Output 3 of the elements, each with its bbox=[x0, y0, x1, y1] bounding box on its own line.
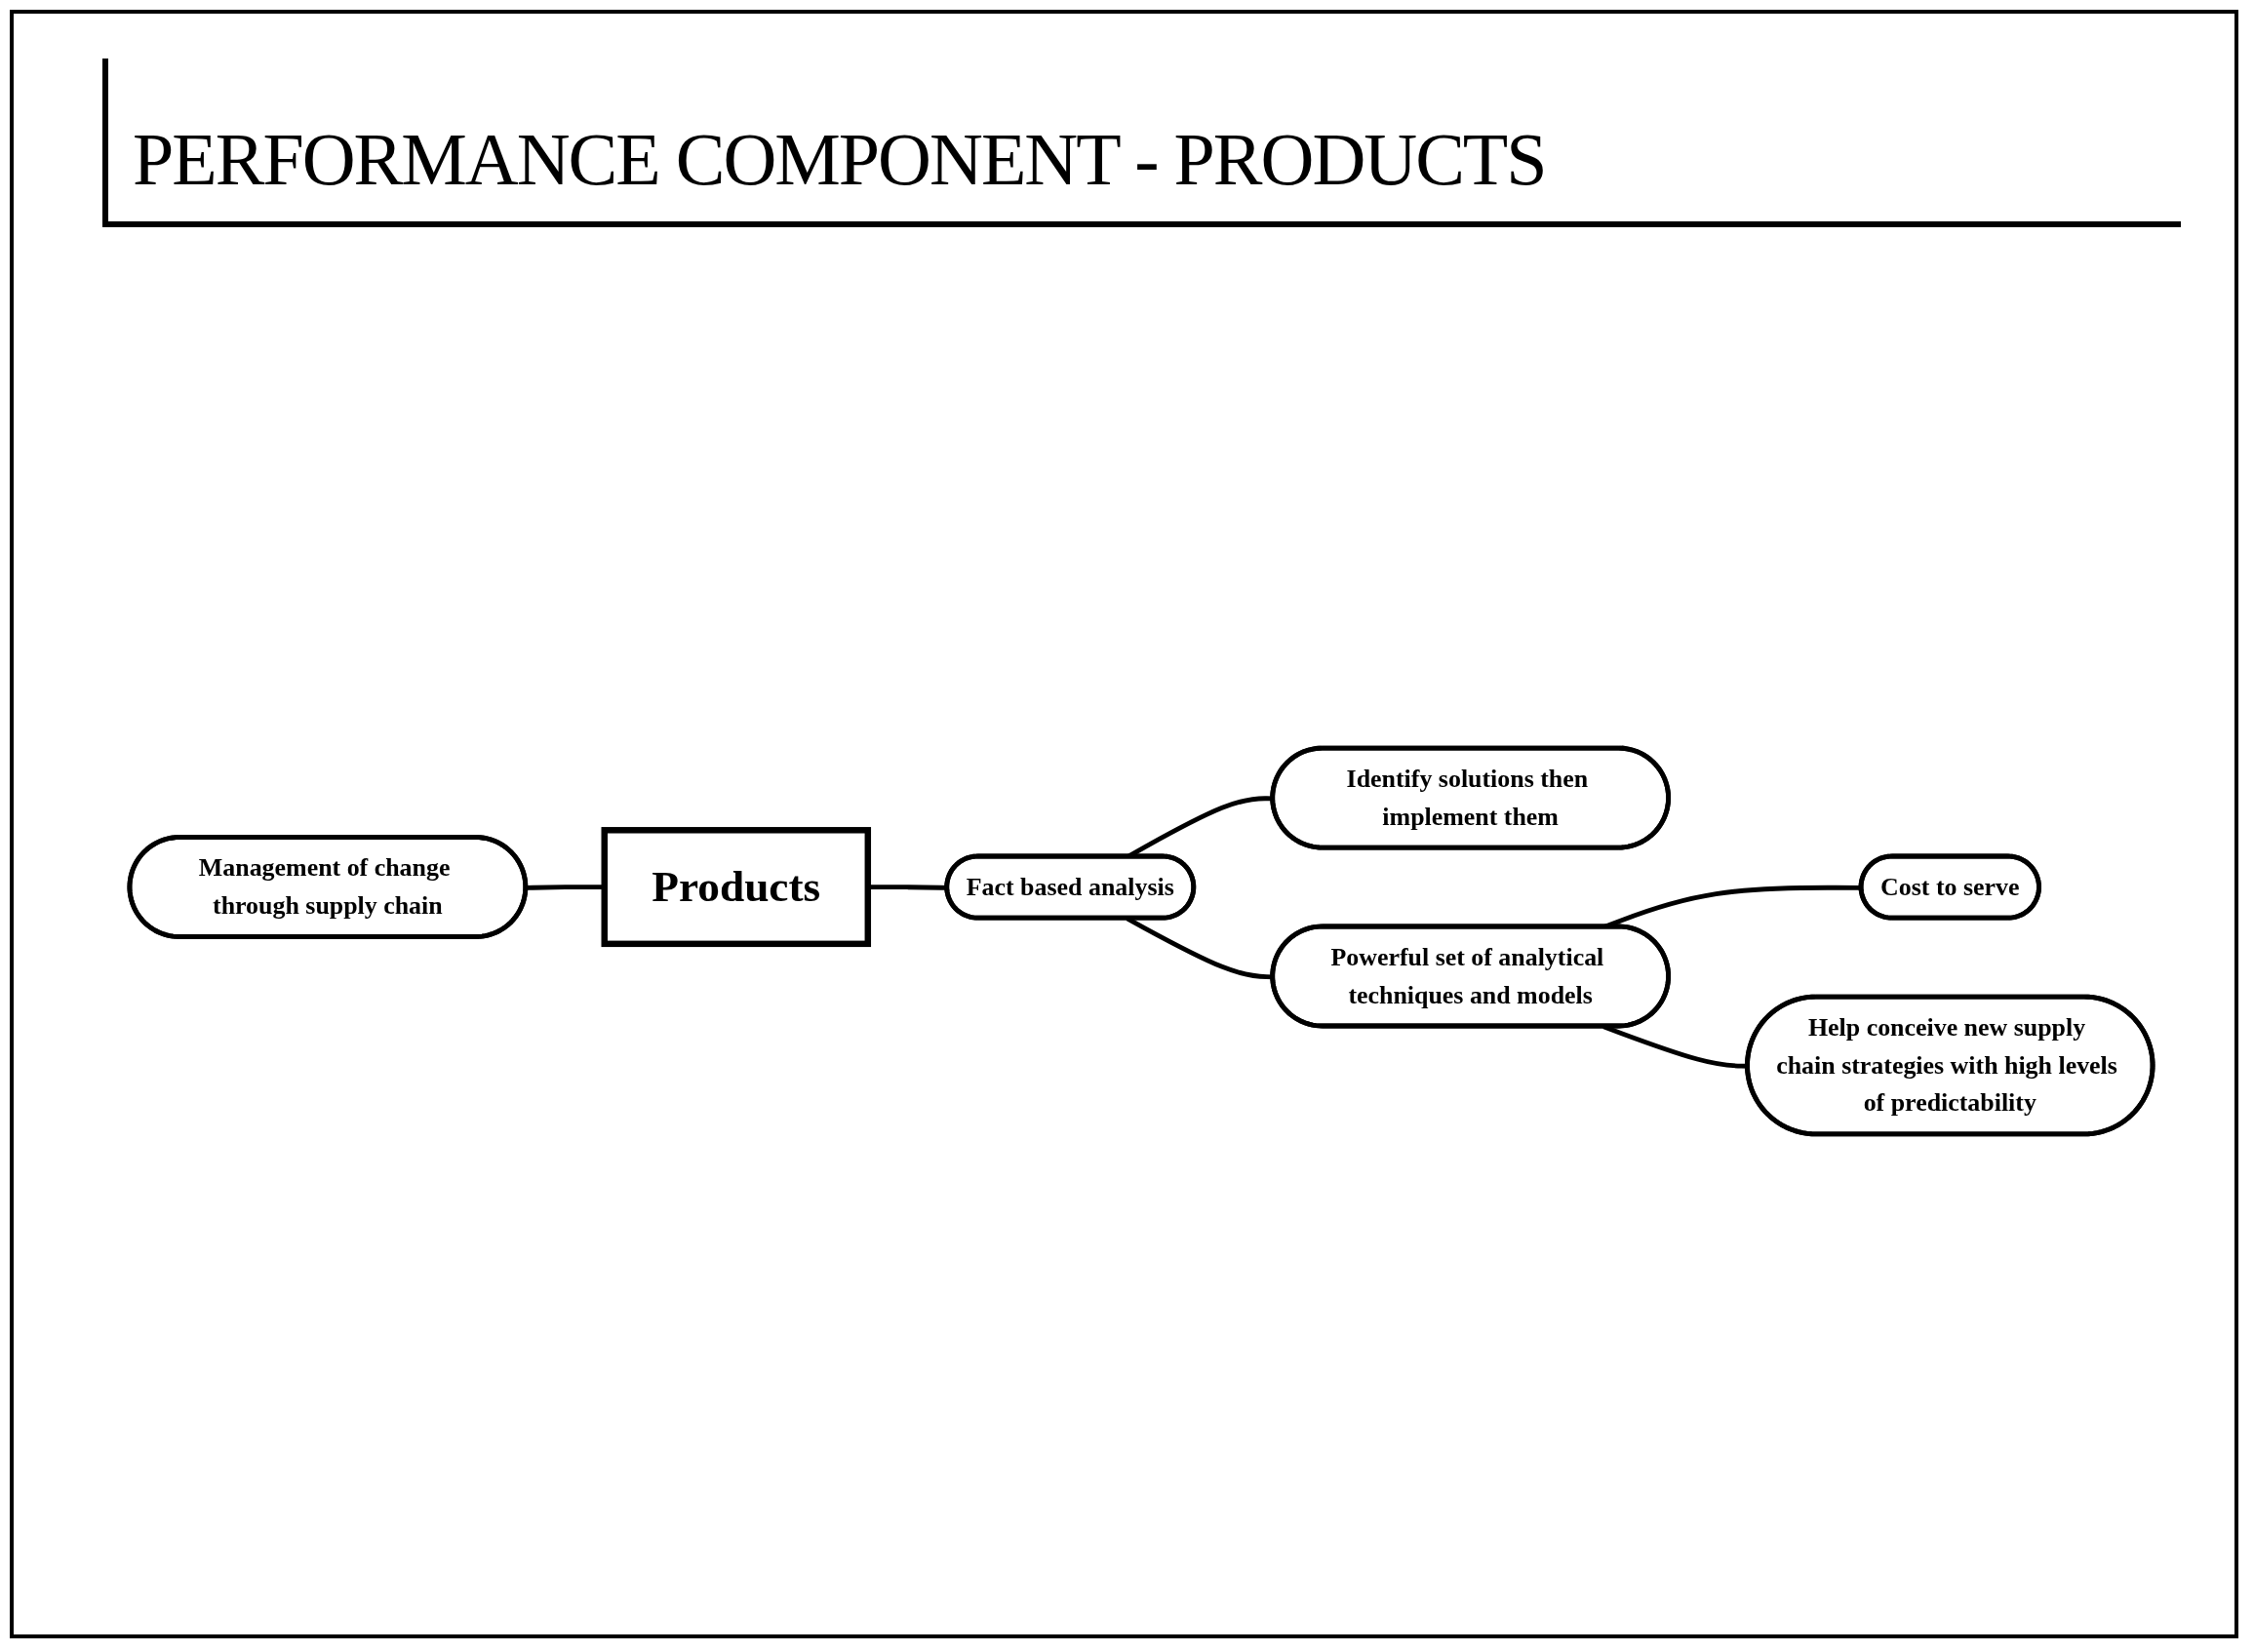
node-box: Products bbox=[601, 827, 872, 948]
connector bbox=[526, 885, 605, 890]
slide-title: PERFORMANCE COMPONENT - PRODUCTS bbox=[102, 59, 2181, 227]
